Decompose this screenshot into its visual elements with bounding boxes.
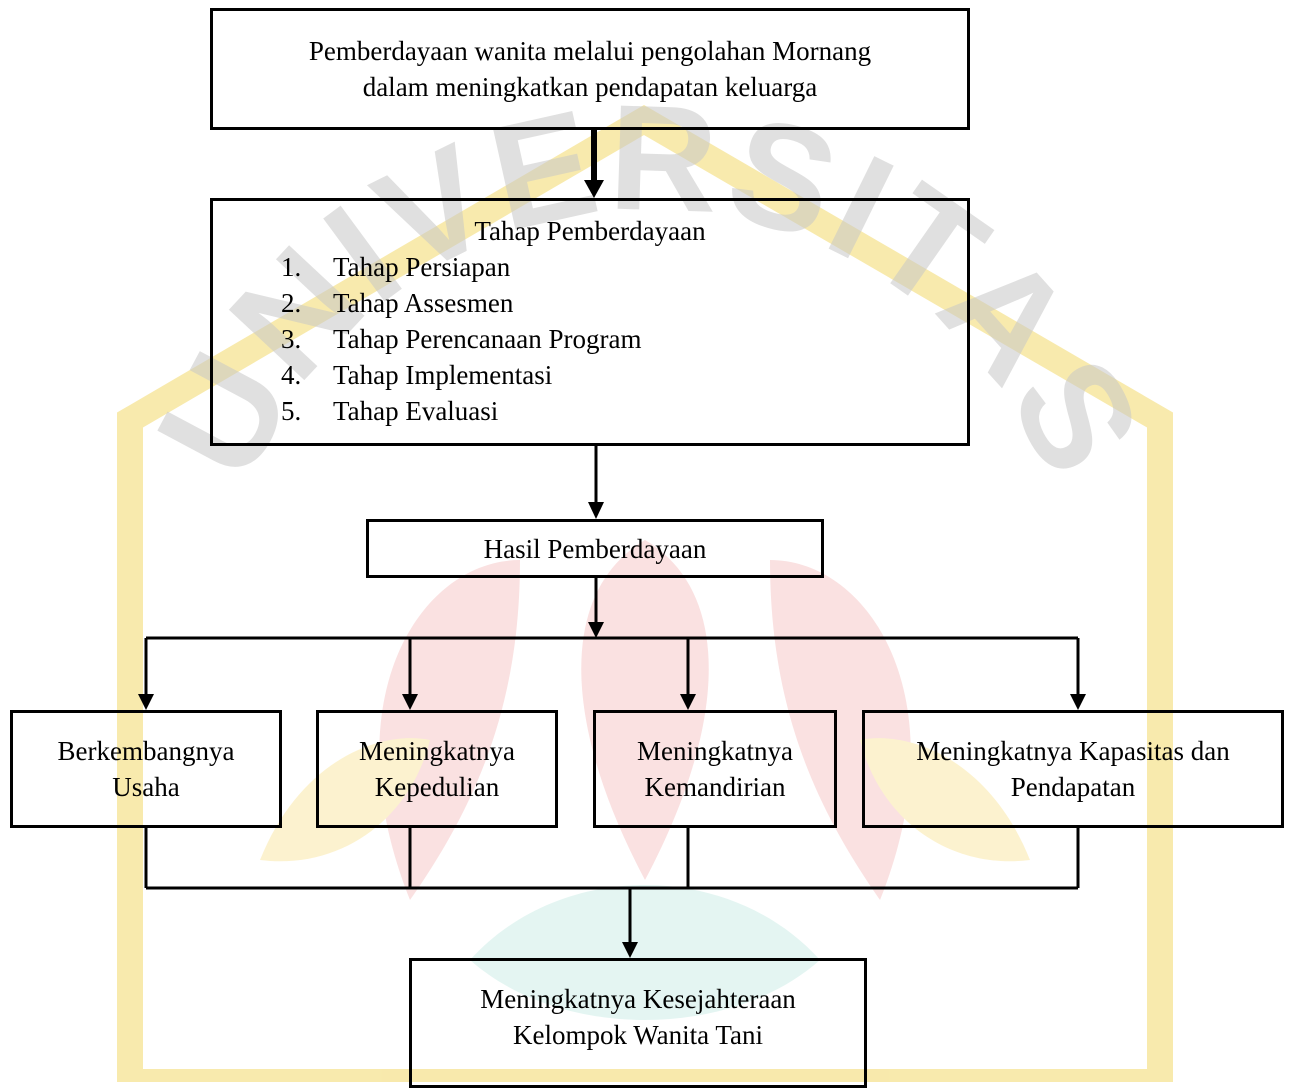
arrowhead-outcome-1	[138, 694, 154, 710]
outcome-line2: Usaha	[112, 772, 180, 802]
top-box-line2: dalam meningkatkan pendapatan keluarga	[362, 72, 818, 102]
stage-item: 5. Tahap Evaluasi	[281, 393, 641, 429]
arrowhead-result-to-branch	[588, 622, 604, 638]
final-box: Meningkatnya Kesejahteraan Kelompok Wani…	[409, 958, 867, 1088]
stages-box: Tahap Pemberdayaan 1. Tahap Persiapan 2. T…	[210, 198, 970, 446]
stage-label: Tahap Implementasi	[333, 360, 553, 390]
outcome-line2: Kepedulian	[374, 772, 500, 802]
arrowhead-top-to-stages	[584, 180, 604, 198]
top-box: Pemberdayaan wanita melalui pengolahan M…	[210, 8, 970, 130]
stage-item: 2. Tahap Assesmen	[281, 285, 641, 321]
result-box: Hasil Pemberdayaan	[366, 519, 824, 578]
outcome-box-capacity: Meningkatnya Kapasitas dan Pendapatan	[862, 710, 1284, 828]
outcome-line2: Kemandirian	[644, 772, 786, 802]
outcome-box-business: Berkembangnya Usaha	[10, 710, 282, 828]
result-box-label: Hasil Pemberdayaan	[483, 533, 707, 564]
final-box-line2: Kelompok Wanita Tani	[513, 1020, 763, 1050]
outcome-line1: Meningkatnya Kapasitas dan	[916, 736, 1230, 766]
outcome-line2: Pendapatan	[1010, 772, 1136, 802]
arrowhead-outcome-4	[1070, 694, 1086, 710]
stage-number: 4.	[281, 360, 302, 390]
arrowhead-outcome-3	[680, 694, 696, 710]
arrowhead-merge-to-final	[622, 942, 638, 958]
stage-item: 3. Tahap Perencanaan Program	[281, 321, 641, 357]
stage-item: 4. Tahap Implementasi	[281, 357, 641, 393]
stage-label: Tahap Persiapan	[333, 252, 511, 282]
stage-label: Tahap Assesmen	[333, 288, 514, 318]
top-box-line1: Pemberdayaan wanita melalui pengolahan M…	[308, 36, 872, 66]
stages-list: 1. Tahap Persiapan 2. Tahap Assesmen 3. Tah…	[281, 249, 641, 429]
stages-box-title: Tahap Pemberdayaan	[474, 216, 706, 246]
stage-label: Tahap Perencanaan Program	[333, 324, 642, 354]
outcome-line1: Meningkatnya	[359, 736, 515, 766]
stage-number: 1.	[281, 252, 302, 282]
outcome-box-independence: Meningkatnya Kemandirian	[593, 710, 837, 828]
outcome-box-care: Meningkatnya Kepedulian	[316, 710, 558, 828]
stage-number: 2.	[281, 288, 302, 318]
stage-item: 1. Tahap Persiapan	[281, 249, 641, 285]
outcome-line1: Meningkatnya	[637, 736, 793, 766]
outcome-line1: Berkembangnya	[57, 736, 235, 766]
stage-label: Tahap Evaluasi	[333, 396, 499, 426]
arrowhead-outcome-2	[402, 694, 418, 710]
stage-number: 3.	[281, 324, 302, 354]
stage-number: 5.	[281, 396, 302, 426]
arrowhead-stages-to-result	[588, 502, 604, 519]
final-box-line1: Meningkatnya Kesejahteraan	[480, 984, 796, 1014]
